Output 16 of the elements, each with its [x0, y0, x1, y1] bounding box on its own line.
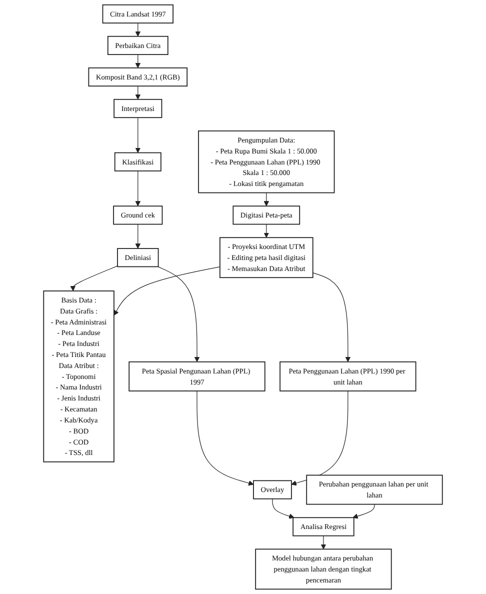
arrow: [135, 117, 141, 153]
arrow: [135, 170, 141, 206]
arrow: [352, 504, 375, 519]
arrow: [114, 266, 220, 316]
arrow: [70, 266, 118, 292]
arrow: [272, 498, 294, 519]
arrow: [320, 536, 326, 550]
arrow: [158, 266, 200, 362]
arrow: [135, 54, 141, 68]
arrow: [135, 86, 141, 100]
arrow: [196, 390, 254, 486]
arrow: [135, 22, 141, 37]
arrow: [264, 224, 270, 238]
arrow: [264, 192, 270, 206]
arrow: [312, 272, 351, 362]
arrow: [135, 224, 141, 249]
